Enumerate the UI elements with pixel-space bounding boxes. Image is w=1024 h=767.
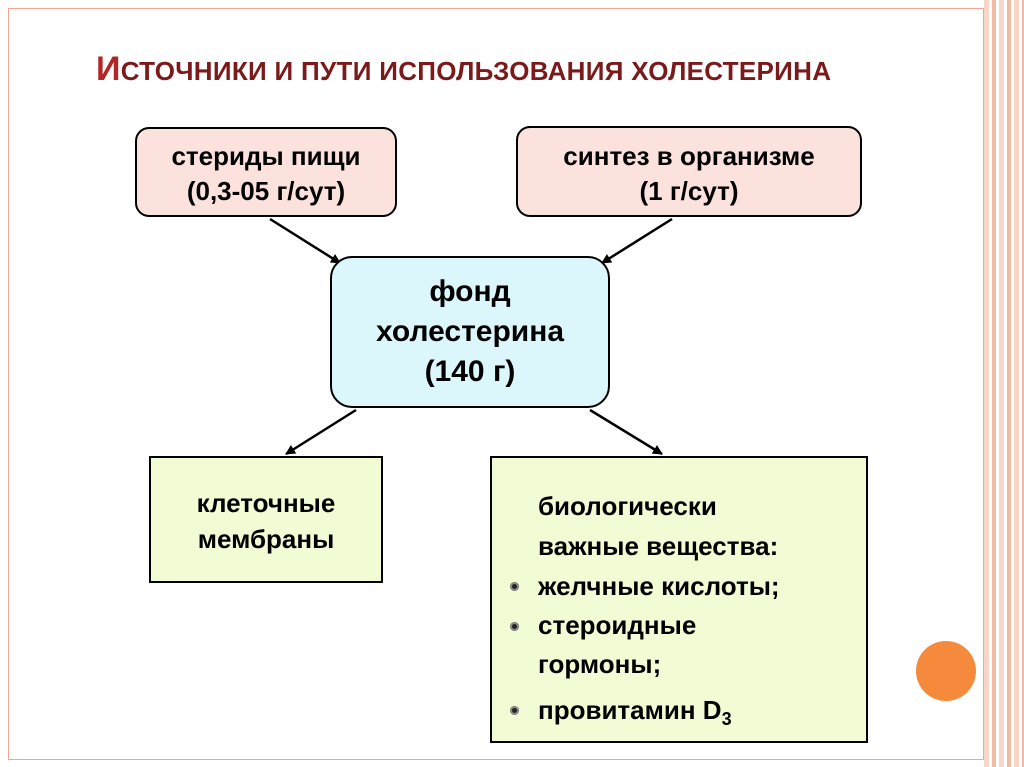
title-rest: СТОЧНИКИ И ПУТИ ИСПОЛЬЗОВАНИЯ ХОЛЕСТЕРИН… xyxy=(120,56,832,86)
source-synthesis-box: синтез в организме (1 г/сут) xyxy=(516,126,862,217)
provitamin-label: провитамин D xyxy=(538,695,722,725)
list-item-provitamin: провитамин D3 xyxy=(492,690,866,739)
source-synthesis-label: синтез в организме xyxy=(563,141,815,171)
bullet-icon xyxy=(510,706,519,715)
bile-acids-label: желчные кислоты; xyxy=(538,571,780,601)
title-first-letter: И xyxy=(96,50,121,88)
bioactive-substances-box: биологически важные вещества: желчные ки… xyxy=(490,456,868,743)
slide-frame xyxy=(8,8,984,760)
bullet-icon xyxy=(510,582,519,591)
cell-membranes-box: клеточные мембраны xyxy=(149,456,383,583)
source-food-amount: (0,3-05 г/сут) xyxy=(186,176,346,206)
slide-title: ИСТОЧНИКИ И ПУТИ ИСПОЛЬЗОВАНИЯ ХОЛЕСТЕРИ… xyxy=(96,50,831,89)
substances-heading-2: важные вещества: xyxy=(538,531,779,561)
side-stripes-decoration xyxy=(984,0,1024,767)
list-item-steroid-hormones: стероидные xyxy=(492,606,866,644)
source-food-label: стериды пищи xyxy=(171,141,361,171)
pool-line-1: фонд xyxy=(429,275,511,308)
pool-line-2: холестерина xyxy=(375,315,565,348)
source-synthesis-amount: (1 г/сут) xyxy=(639,176,739,206)
steroid-label: стероидные xyxy=(538,610,697,640)
bullet-icon xyxy=(510,622,519,631)
list-item-bile-acids: желчные кислоты; xyxy=(492,566,866,606)
substances-heading-1: биологически xyxy=(538,491,717,521)
cholesterol-pool-box: фонд холестерина (140 г) xyxy=(330,256,610,408)
membranes-line-2: мембраны xyxy=(197,524,335,554)
source-food-box: стериды пищи (0,3-05 г/сут) xyxy=(135,127,397,217)
decorative-circle xyxy=(916,641,976,701)
provitamin-subscript: 3 xyxy=(721,709,732,730)
pool-amount: (140 г) xyxy=(424,355,516,388)
hormones-continuation: гормоны; xyxy=(538,649,662,679)
membranes-line-1: клеточные xyxy=(196,488,336,518)
